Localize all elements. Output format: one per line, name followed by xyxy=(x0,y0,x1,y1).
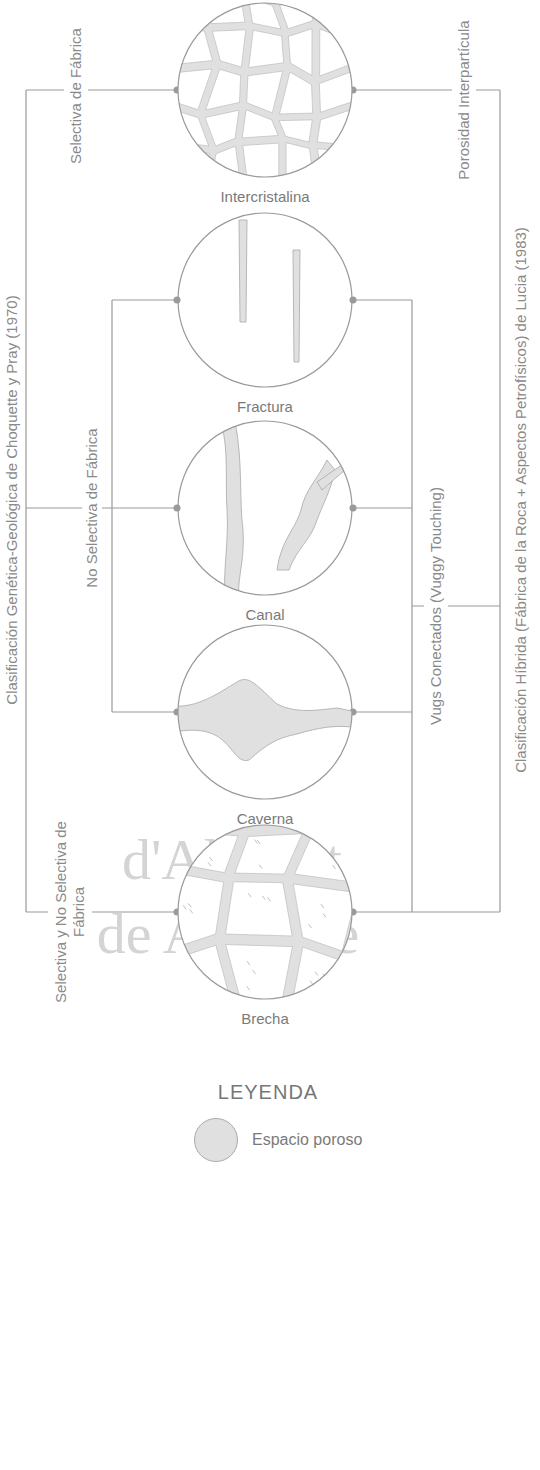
legend-swatch xyxy=(194,1118,238,1162)
pore-illustration xyxy=(177,624,353,800)
pore-circle: Canal xyxy=(177,420,353,596)
classification-title: Clasificación Genética-Geológica de Choq… xyxy=(3,295,21,704)
pore-illustration xyxy=(177,212,353,388)
pore-circle: Fractura xyxy=(177,212,353,388)
classification-title: Clasificación Híbrida (Fábrica de la Roc… xyxy=(512,227,530,773)
pore-type-label: Intercristalina xyxy=(220,188,309,205)
pore-circle: Intercristalina xyxy=(177,2,353,178)
legend-text: Espacio poroso xyxy=(252,1131,362,1149)
pore-circle: Caverna xyxy=(177,624,353,800)
group-label: Selectiva y No Selectiva de Fábrica xyxy=(52,819,88,1005)
group-label: Selectiva de Fábrica xyxy=(67,28,85,164)
pore-illustration xyxy=(177,2,353,178)
legend-title: LEYENDA xyxy=(218,1083,318,1101)
group-label: Vugs Conectados (Vuggy Touching) xyxy=(427,487,445,725)
pore-illustration xyxy=(177,824,353,1000)
pore-type-label: Fractura xyxy=(237,398,293,415)
pore-type-label: Canal xyxy=(245,606,284,623)
pore-circle: Brecha xyxy=(177,824,353,1000)
group-label: Porosidad Interpartícula xyxy=(455,20,473,179)
pore-illustration xyxy=(177,420,353,596)
pore-type-label: Brecha xyxy=(241,1010,289,1027)
group-label: No Selectiva de Fábrica xyxy=(83,428,101,587)
